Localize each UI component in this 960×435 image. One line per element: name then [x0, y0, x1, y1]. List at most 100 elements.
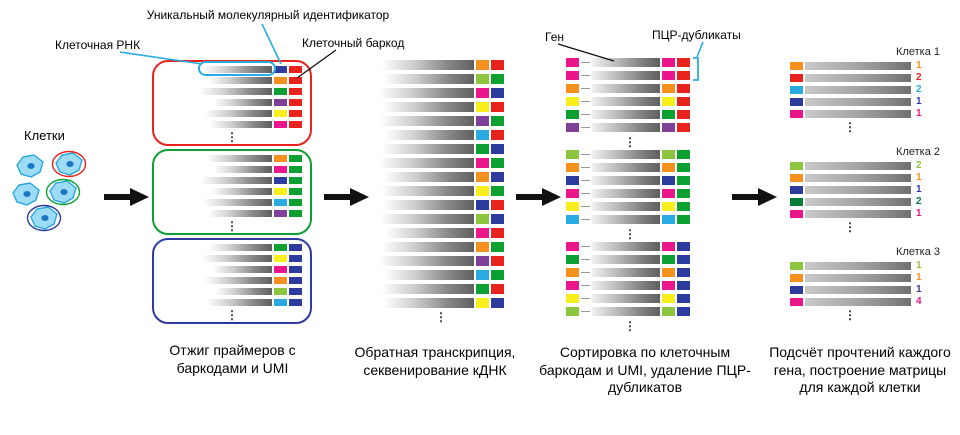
umi-segment	[476, 144, 489, 154]
rna-bar	[214, 166, 272, 173]
barcode-segment	[491, 228, 504, 238]
gene-bar	[592, 242, 660, 251]
read-row	[378, 214, 504, 224]
barcode-segment	[491, 172, 504, 182]
read-row	[162, 299, 302, 306]
barcode-segment	[289, 188, 302, 195]
read-count: 1	[916, 208, 922, 219]
umi-segment	[476, 228, 489, 238]
aligned-read-row	[566, 294, 696, 303]
cell-ring-blue	[26, 204, 62, 232]
rna-bar	[215, 288, 272, 295]
read-row	[162, 244, 302, 251]
umi-segment	[274, 288, 287, 295]
ellipsis: ⋮	[435, 310, 447, 324]
intron-line	[581, 259, 590, 260]
pcr-duplicate-read-row	[566, 58, 696, 67]
aligned-read-row	[566, 189, 696, 198]
barcode-segment	[491, 200, 504, 210]
read-row	[378, 172, 504, 182]
read-row	[378, 130, 504, 140]
umi-segment	[274, 266, 287, 273]
gene-segment	[790, 162, 803, 170]
count-row: 2	[790, 85, 940, 95]
read-count: 2	[916, 72, 922, 83]
umi-segment-left	[566, 84, 579, 93]
cdna-bar	[384, 270, 474, 280]
read-row	[378, 270, 504, 280]
ellipsis: ⋮	[624, 319, 636, 333]
umi-segment	[274, 188, 287, 195]
gene-bar	[805, 286, 911, 294]
cdna-bar	[385, 228, 474, 238]
umi-segment	[476, 284, 489, 294]
read-row	[378, 200, 504, 210]
rna-bar	[208, 210, 272, 217]
read-row	[162, 166, 302, 173]
aligned-read-row	[566, 176, 696, 185]
intron-line	[581, 272, 590, 273]
gene-bar	[805, 274, 911, 282]
umi-segment-left	[566, 189, 579, 198]
gene-bar	[805, 186, 911, 194]
aligned-read-row	[566, 163, 696, 172]
gene-bar	[592, 97, 660, 106]
count-row: 1	[790, 61, 940, 71]
umi-segment-left	[566, 242, 579, 251]
gene-bar	[805, 74, 911, 82]
gene-bar	[592, 58, 660, 67]
umi-segment-left	[566, 176, 579, 185]
cell-shape-green-ringed	[45, 178, 81, 206]
intron-line	[581, 114, 590, 115]
cdna-bar	[381, 186, 474, 196]
barcode-segment	[677, 176, 690, 185]
umi-segment	[476, 242, 489, 252]
cdna-bar	[380, 214, 474, 224]
rna-bar	[208, 77, 272, 84]
gene-bar	[805, 162, 911, 170]
intron-line	[581, 285, 590, 286]
cell-rna-label: Клеточная РНК	[55, 38, 141, 52]
gene-bar	[805, 62, 911, 70]
count-row: 1	[790, 285, 940, 295]
barcode-segment	[677, 202, 690, 211]
count-row: 2	[790, 197, 940, 207]
cdna-bar	[383, 102, 474, 112]
barcode-segment	[491, 130, 504, 140]
read-row	[162, 288, 302, 295]
umi-segment	[662, 71, 675, 80]
umi-segment-left	[566, 71, 579, 80]
read-row	[162, 121, 302, 128]
arrow-right-icon	[104, 187, 150, 207]
gene-bar	[592, 294, 660, 303]
cdna-bar	[379, 88, 474, 98]
barcode-segment	[289, 299, 302, 306]
barcode-segment	[677, 150, 690, 159]
gene-segment	[790, 174, 803, 182]
count-row: 1	[790, 97, 940, 107]
umi-label: Уникальный молекулярный идентификатор	[146, 8, 390, 22]
barcode-segment	[677, 84, 690, 93]
cell-header: Клетка 2	[896, 146, 940, 158]
read-row	[378, 116, 504, 126]
barcode-segment	[491, 186, 504, 196]
umi-segment	[662, 189, 675, 198]
umi-segment-left	[566, 110, 579, 119]
cdna-bar	[379, 256, 474, 266]
aligned-read-row	[566, 307, 696, 316]
gene-bar	[805, 262, 911, 270]
read-row	[378, 144, 504, 154]
umi-segment	[662, 97, 675, 106]
ellipsis: ⋮	[844, 308, 856, 322]
umi-segment	[662, 58, 675, 67]
gene-bar	[805, 198, 911, 206]
gene-bar	[592, 215, 660, 224]
cell-ring-red	[51, 150, 87, 178]
sorted-group-cell-red	[566, 58, 696, 132]
barcode-segment	[677, 255, 690, 264]
umi-segment	[662, 202, 675, 211]
barcode-segment	[289, 77, 302, 84]
barcode-segment	[491, 60, 504, 70]
